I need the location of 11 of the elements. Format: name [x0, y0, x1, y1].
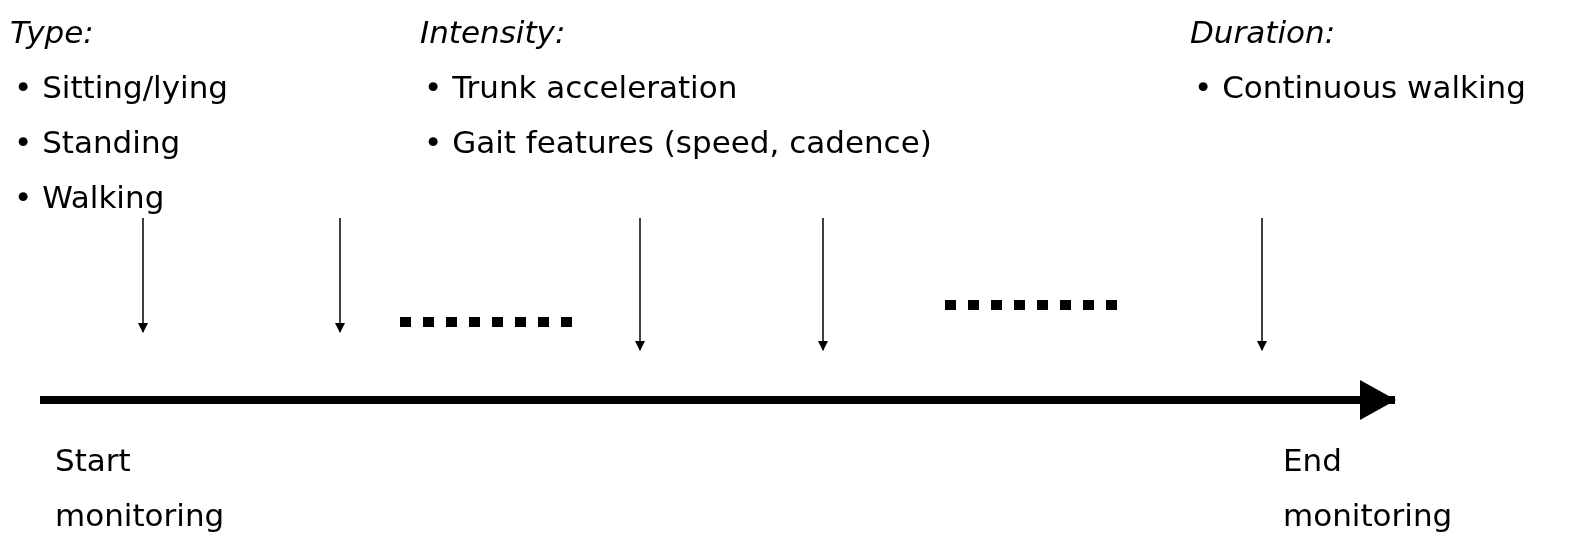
category-heading: Intensity: [420, 13, 566, 52]
timeline-label: End monitoring [1283, 441, 1454, 535]
bullet-item: • Walking [13, 178, 165, 217]
timeline-label: Start monitoring [55, 441, 226, 535]
bullet-item: • Sitting/lying [13, 68, 229, 107]
bullet-item: • Standing [13, 123, 181, 162]
bullet-item: • Gait features (speed, cadence) [423, 123, 932, 162]
category-heading: Duration: [1190, 13, 1336, 52]
category-heading: Type: [10, 13, 94, 52]
bullet-item: • Trunk acceleration [423, 68, 738, 107]
bullet-item: • Continuous walking [1193, 68, 1526, 107]
